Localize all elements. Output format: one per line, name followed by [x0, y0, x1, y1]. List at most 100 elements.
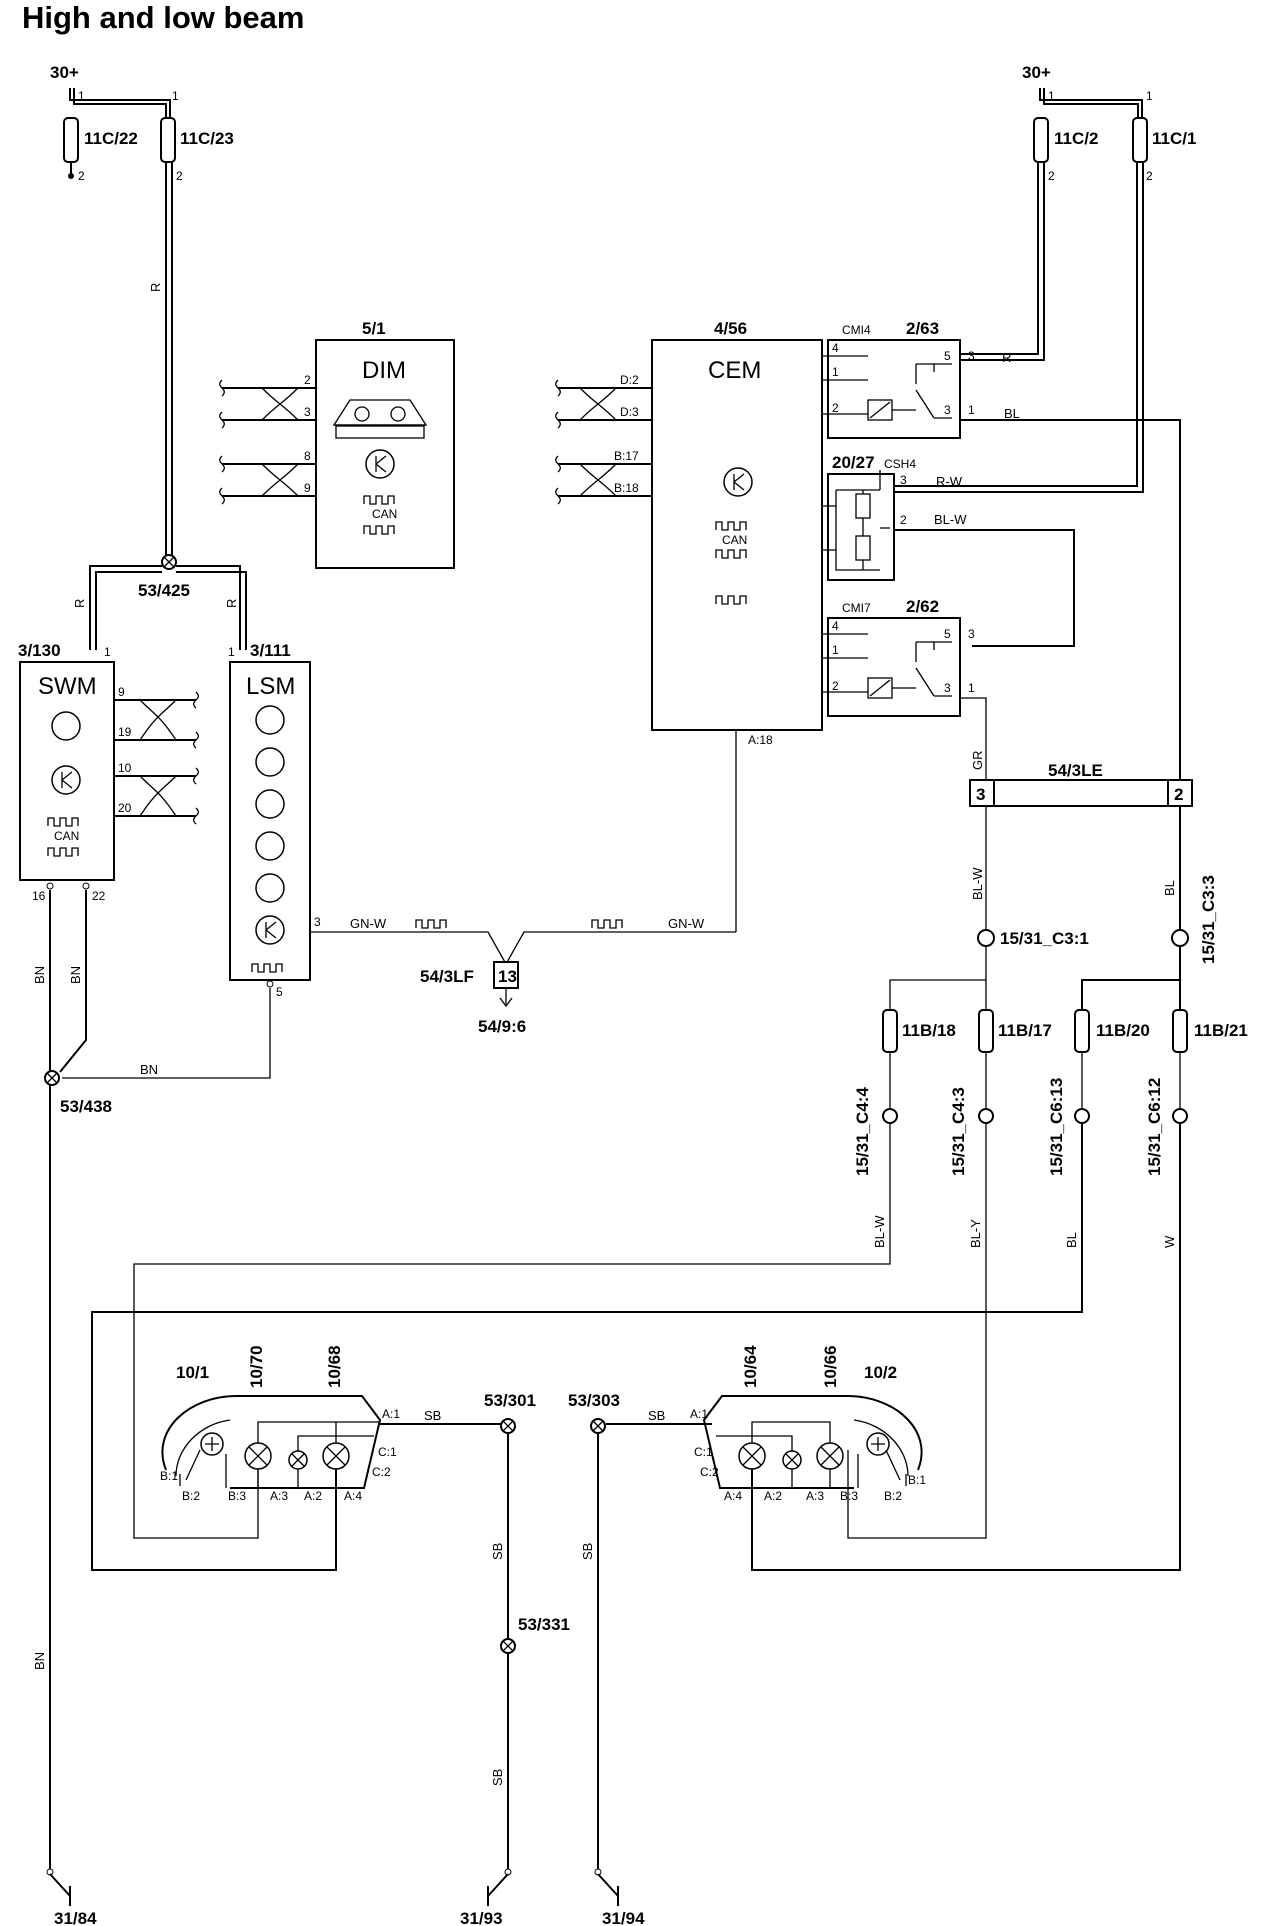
pin-number: 1 — [832, 365, 839, 379]
pin-number: 2 — [78, 169, 85, 183]
wire-label: BL — [1064, 1232, 1079, 1248]
pin-number: 9 — [118, 685, 125, 699]
connector-label: 53/438 — [60, 1097, 112, 1116]
fuse-label: 11C/22 — [84, 129, 138, 148]
connector-label: 53/301 — [484, 1391, 536, 1410]
pin-number: 8 — [304, 449, 311, 463]
wire-label: BL-W — [970, 867, 985, 900]
relay-2-63: CMI4 2/63 4 1 2 5 3 3 1 R BL — [822, 319, 1181, 818]
relay-tag: CMI4 — [842, 323, 871, 337]
relay-box — [827, 339, 961, 439]
connector-label: 54/3LF — [420, 967, 474, 986]
pin-number: 1 — [104, 645, 111, 659]
module-id: 4/56 — [714, 319, 747, 338]
pin-number: 19 — [118, 725, 132, 739]
pin-label: A:3 — [270, 1489, 288, 1503]
pin-label: A:4 — [724, 1489, 742, 1503]
pin-label: C:1 — [694, 1445, 713, 1459]
headlamp-left: 10/1 10/70 10/68 A:1 C:1 C:2 B:1 B:2 B:3… — [160, 1345, 504, 1503]
wire-label: BN — [32, 1652, 47, 1670]
pin-number: 13 — [498, 967, 517, 986]
pin-number: 16 — [32, 889, 46, 903]
can-label: CAN — [372, 507, 397, 521]
pin-number: 2 — [832, 679, 839, 693]
lamp-id: 10/64 — [741, 1345, 760, 1388]
pin-label: B:1 — [908, 1473, 926, 1487]
wire-label: BN — [140, 1062, 158, 1077]
pin-number: 1 — [968, 403, 975, 417]
pin-number: 2 — [1048, 169, 1055, 183]
fuse-label: 11B/17 — [998, 1021, 1052, 1040]
pin-number: 1 — [832, 643, 839, 657]
pin-number: 4 — [832, 341, 839, 355]
fuse-11c1 — [1132, 117, 1148, 163]
pin-number: 3 — [944, 403, 951, 417]
diagram-title: High and low beam — [22, 0, 305, 35]
wire-label: W — [1162, 1235, 1177, 1248]
pin-label: B:2 — [182, 1489, 200, 1503]
pin-number: 1 — [1146, 89, 1153, 103]
relay-2-62: CMI7 2/62 4 1 2 5 3 3 1 GR — [822, 597, 987, 784]
can-bus-lines: GN-W GN-W 13 54/3LF 54/9:6 — [310, 916, 736, 1036]
lamp-id: 10/70 — [247, 1345, 266, 1388]
relay-id: 2/62 — [906, 597, 939, 616]
pin-label: C:2 — [372, 1465, 391, 1479]
swm-module: 3/130 SWM CAN 1 9 19 10 20 16 22 — [18, 641, 199, 903]
pin-number: 3 — [900, 473, 907, 487]
fuse-group-left: 30+ 11C/22 11C/23 1 1 2 2 R — [50, 63, 234, 558]
pin-number: 2 — [1146, 169, 1153, 183]
pin-number: 1 — [228, 645, 235, 659]
wire-label: R — [148, 283, 163, 292]
lamp-id: 10/68 — [325, 1345, 344, 1388]
lamp-feed-wires: BL-W BL-Y BL W — [91, 1124, 1181, 1571]
wire-label: BN — [32, 966, 47, 984]
supply-label-right: 30+ — [1022, 63, 1051, 82]
pin-label: A:2 — [304, 1489, 322, 1503]
pin-label: A:1 — [690, 1407, 708, 1421]
inline-connector-label: 15/31_C3:1 — [1000, 929, 1089, 948]
fuse-group-11b: 11B/18 11B/17 11B/20 11B/21 15/31_C4:4 1… — [853, 1009, 1248, 1176]
pin-label: C:2 — [700, 1465, 719, 1479]
pin-label: A:3 — [806, 1489, 824, 1503]
wire-label: SB — [580, 1543, 595, 1560]
wire-label: BL-W — [872, 1215, 887, 1248]
pin-number: 2 — [1174, 785, 1183, 804]
splice-53-425: 53/425 R R — [72, 554, 247, 650]
ground-label: 31/94 — [602, 1909, 645, 1926]
pin-number: 5 — [944, 349, 951, 363]
wire-label: SB — [424, 1408, 441, 1423]
relay-20-27: 20/27 CSH4 3 2 R-W BL-W — [822, 453, 1075, 647]
relay-box — [827, 617, 961, 717]
relay-tag: CSH4 — [884, 457, 916, 471]
pin-number: 1 — [172, 89, 179, 103]
connector-box — [969, 779, 1193, 807]
module-name: LSM — [246, 673, 295, 700]
module-id: 3/111 — [250, 641, 291, 660]
pin-number: 1 — [1048, 89, 1055, 103]
dim-module: 5/1 DIM CAN 2 3 8 9 — [219, 319, 455, 569]
resistor-box — [827, 473, 895, 581]
module-id: 3/130 — [18, 641, 61, 660]
module-id: 5/1 — [362, 319, 386, 338]
lsm-module: 1 3/111 LSM 3 5 — [228, 641, 321, 999]
wire-label: GN-W — [350, 916, 387, 931]
wire-label: SB — [490, 1769, 505, 1786]
inline-connector-label: 15/31_C4:3 — [949, 1087, 968, 1176]
splice-53-301: 53/301 SB 53/331 SB — [484, 1391, 570, 1870]
pin-number: 2 — [832, 401, 839, 415]
wire-label: BL — [1004, 406, 1020, 421]
inline-connector-label: 15/31_C3:3 — [1199, 875, 1218, 964]
splice-53-438: 53/438 BN BN BN BN — [32, 890, 271, 1870]
ground-label: 31/93 — [460, 1909, 503, 1926]
pin-number: D:3 — [620, 405, 639, 419]
pin-number: 10 — [118, 761, 132, 775]
cem-box — [651, 339, 823, 731]
pin-number: 9 — [304, 481, 311, 495]
lamp-id: 10/66 — [821, 1345, 840, 1388]
supply-label-left: 30+ — [50, 63, 79, 82]
wire-label: BL-Y — [968, 1219, 983, 1248]
pin-number: 3 — [968, 627, 975, 641]
inline-connector-label: 15/31_C6:13 — [1047, 1078, 1066, 1176]
relay-id: 2/63 — [906, 319, 939, 338]
